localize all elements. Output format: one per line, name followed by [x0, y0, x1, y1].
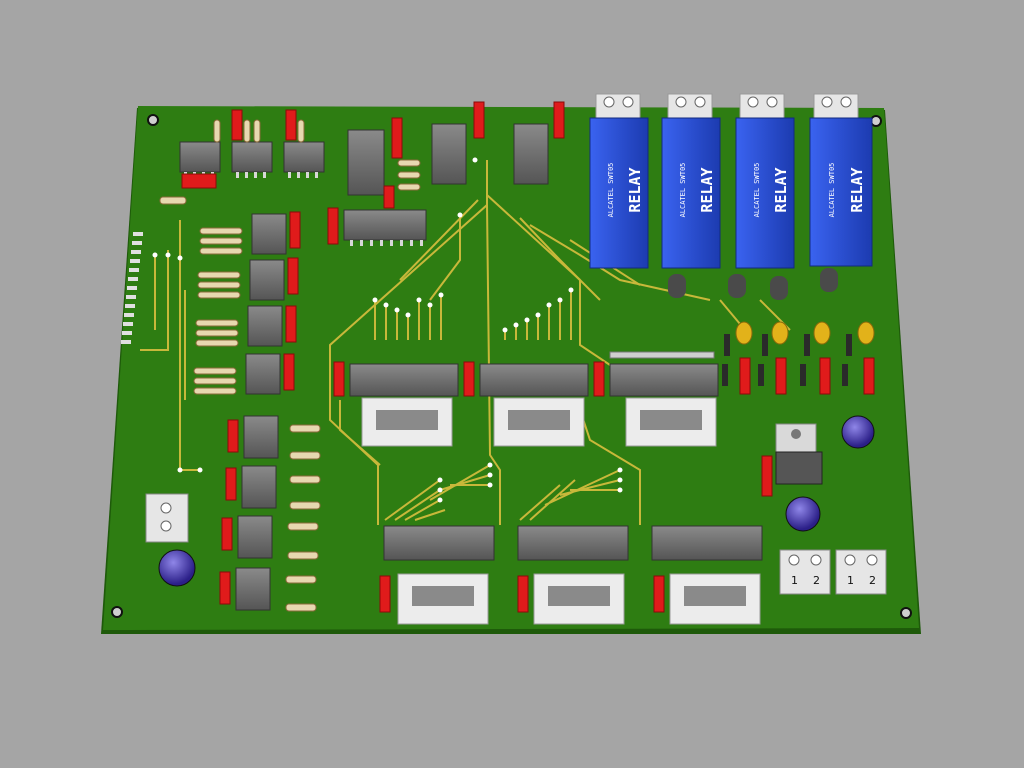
terminal-block-1-pin-1: 1	[791, 574, 798, 587]
electrolytic-capacitors	[158, 415, 875, 587]
relay-terminal-screws	[603, 96, 852, 108]
ic-chips-top-left	[179, 123, 549, 241]
ic-chips-left-column	[235, 213, 287, 611]
voltage-regulator	[775, 423, 823, 485]
relay-2-sublabel: ALCATEL SWT05	[679, 163, 687, 218]
red-capacitors	[181, 101, 875, 613]
relay-4-label: RELAY	[848, 167, 866, 212]
tantalum-capacitors	[735, 321, 875, 345]
diodes	[722, 334, 852, 386]
relay-4: RELAY ALCATEL SWT05	[809, 93, 873, 267]
relay-3: RELAY ALCATEL SWT05	[735, 93, 795, 269]
relay-2: RELAY ALCATEL SWT05	[661, 93, 721, 269]
terminal-block-2-pin-2: 2	[869, 574, 876, 587]
pin-header-row	[609, 351, 715, 359]
relay-3-sublabel: ALCATEL SWT05	[753, 163, 761, 218]
relay-4-sublabel: ALCATEL SWT05	[828, 163, 836, 218]
driver-ics-middle	[349, 363, 763, 561]
terminal-block-2-pin-1: 1	[847, 574, 854, 587]
terminal-block-1-pin-2: 2	[813, 574, 820, 587]
transistors	[668, 268, 838, 300]
power-terminal-block	[145, 493, 189, 543]
relay-2-label: RELAY	[698, 167, 716, 212]
resistors	[159, 119, 421, 612]
edge-connector-pads	[121, 232, 143, 344]
vias	[152, 157, 623, 503]
box-header-slots	[376, 410, 746, 606]
terminal-block-2: 1 2	[835, 549, 887, 595]
relay-1-sublabel: ALCATEL SWT05	[607, 163, 615, 218]
relay-1: RELAY ALCATEL SWT05	[589, 93, 649, 269]
mounting-holes	[111, 114, 912, 619]
terminal-block-1: 1 2	[779, 549, 831, 595]
relay-1-label: RELAY	[626, 167, 644, 212]
relay-3-label: RELAY	[772, 167, 790, 212]
